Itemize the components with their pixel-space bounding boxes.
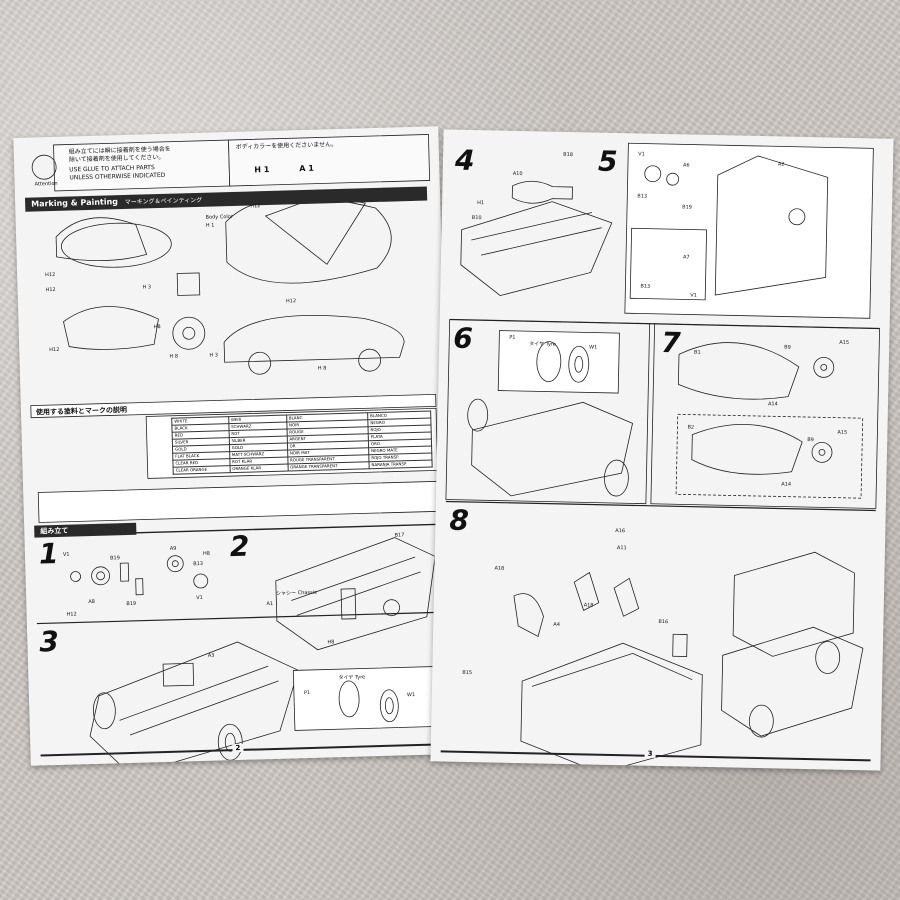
part-label: A11 xyxy=(616,545,627,552)
part-label: V1 xyxy=(196,594,203,602)
callout-11: H8 xyxy=(153,324,161,331)
callout-8: H12 xyxy=(285,298,297,305)
callout-4: H12 xyxy=(45,286,56,294)
part-label: A4 xyxy=(553,621,560,628)
part-label: A1 xyxy=(266,600,274,608)
body-color-code-h1: H 1 xyxy=(254,164,270,175)
assembly-title: 組み立て xyxy=(40,526,69,536)
step-8-number: 8 xyxy=(449,503,470,537)
part-label: B13 xyxy=(637,193,648,200)
instruction-page-left: 組み立てには瞬に接着剤を使う場合を 除いて接着剤を使用してください。 USE G… xyxy=(13,126,456,766)
step-5-number: 5 xyxy=(597,144,618,179)
part-label: P1 xyxy=(303,689,311,697)
step-1-number: 1 xyxy=(38,536,59,571)
part-label: H8 xyxy=(327,639,335,646)
part-label: B2 xyxy=(687,424,695,431)
right-page-drawing xyxy=(440,142,880,771)
body-color-code-a1: A 1 xyxy=(299,163,314,174)
callout-7: H 8 xyxy=(317,365,327,372)
paint-cell: CLEAR ORANGE xyxy=(173,465,230,475)
part-label: A15 xyxy=(837,429,848,436)
part-label: A18 xyxy=(494,565,505,572)
callout-2: H 1 xyxy=(205,222,215,229)
paint-cell: NARANJA TRANSP. xyxy=(368,459,433,469)
callout-6: H 8 xyxy=(169,353,179,360)
part-label: W1 xyxy=(589,344,598,351)
part-label: A9 xyxy=(169,545,177,552)
callout-5: H 3 xyxy=(142,284,152,291)
page-number-left: 2 xyxy=(232,743,244,753)
part-label: H1 xyxy=(477,200,485,207)
part-label: B15 xyxy=(462,669,473,677)
part-label: B18 xyxy=(563,151,574,159)
left-page-drawing xyxy=(30,134,446,766)
part-label: A15 xyxy=(839,339,850,346)
callout-10: H 3 xyxy=(209,352,219,359)
part-label: A10 xyxy=(512,170,523,178)
part-label: A6 xyxy=(682,162,690,169)
step-2-number: 2 xyxy=(229,529,250,564)
part-label: B17 xyxy=(394,532,405,539)
part-label: V1 xyxy=(690,292,697,299)
step-7-number: 7 xyxy=(660,325,682,360)
page-number-right: 3 xyxy=(644,749,656,758)
part-label: V1 xyxy=(62,551,70,558)
marking-title: Marking & Painting xyxy=(31,197,119,209)
part-label: V1 xyxy=(638,151,645,158)
part-label: A3 xyxy=(207,652,215,659)
part-label: A2 xyxy=(777,161,785,168)
paint-cell: ORANGE KLAR xyxy=(229,464,288,473)
part-label: A8 xyxy=(88,598,95,606)
part-label: A7 xyxy=(682,254,690,261)
part-label: B19 xyxy=(682,204,692,211)
part-label: B13 xyxy=(640,283,651,290)
step-3-number: 3 xyxy=(38,624,60,659)
instruction-page-right: 4 5 6 7 8 B18 A10 H1 B10 V1 A6 A2 B13 B1… xyxy=(430,129,894,771)
part-label: B10 xyxy=(471,214,482,222)
callout-9: H12 xyxy=(49,346,60,354)
step-6-number: 6 xyxy=(452,321,474,356)
part-label: H12 xyxy=(66,611,77,618)
part-label: B9 xyxy=(807,437,814,444)
part-label: A16 xyxy=(615,528,626,535)
part-label: B19 xyxy=(126,600,137,608)
callout-3: H12 xyxy=(45,271,56,279)
part-label: B9 xyxy=(784,344,791,351)
tyre-label-left: タイヤ Tyre xyxy=(338,674,366,682)
part-label: A14 xyxy=(781,481,792,488)
callout-1: H12 xyxy=(250,203,261,210)
part-label: W1 xyxy=(406,692,416,699)
part-label: A14 xyxy=(767,401,778,408)
attention-label: Attention xyxy=(34,180,58,188)
chassis-label: シャシー Chassis xyxy=(276,589,317,597)
part-label: B16 xyxy=(658,618,669,626)
body-color-label: Body Color xyxy=(205,213,233,221)
part-label: P1 xyxy=(509,334,516,341)
step-4-number: 4 xyxy=(454,143,475,178)
part-label: B13 xyxy=(193,560,204,568)
tyre-label-right: タイヤ Tyre xyxy=(529,341,556,348)
part-label: B1 xyxy=(693,349,701,356)
part-label: B19 xyxy=(110,555,120,562)
marking-subtitle: マーキング＆ペインティング xyxy=(124,196,203,206)
part-label: H8 xyxy=(202,550,211,557)
part-label: A18 xyxy=(583,602,594,609)
